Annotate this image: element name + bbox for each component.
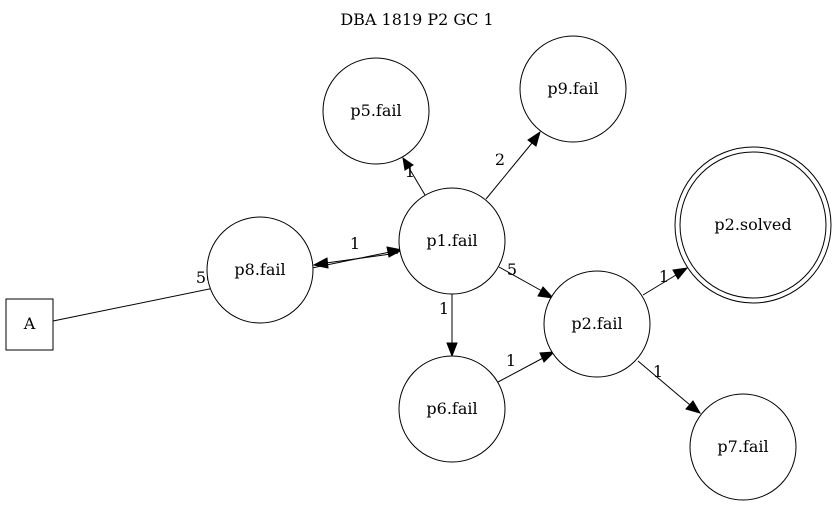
edge-label-p2-p7: 1 [653,362,663,381]
node-p7-fail[interactable]: p7.fail [689,393,797,501]
node-p5-fail[interactable]: p5.fail [322,57,430,165]
node-p5-label: p5.fail [350,101,401,120]
edge-label-p1-p6: 1 [439,299,449,318]
edge-label-p1-p2: 5 [507,260,517,279]
node-p6-fail[interactable]: p6.fail [398,355,506,463]
node-p2-label: p2.fail [571,314,622,333]
edge-p6-to-p2: 1 [497,351,556,383]
node-a[interactable]: A [5,298,54,351]
graph-title: DBA 1819 P2 GC 1 [340,10,493,29]
node-p2-fail[interactable]: p2.fail [543,270,651,378]
edge-p2-to-p2solved: 1 [642,267,689,296]
edge-label-p1-p5: 1 [405,162,415,181]
edge-p1-to-p9: 2 [485,130,541,200]
edge-label-p1-p9: 2 [495,150,505,169]
node-p8-label: p8.fail [234,260,285,279]
edge-p2-to-p7: 1 [637,360,702,414]
node-p1-fail[interactable]: p1.fail [398,187,506,295]
node-p7-label: p7.fail [717,437,768,456]
edge-p1-to-p5: 1 [402,156,426,196]
node-p9-label: p9.fail [547,79,598,98]
node-p8-fail[interactable]: p8.fail [206,216,314,324]
node-p9-fail[interactable]: p9.fail [519,35,627,143]
node-a-label: A [23,314,36,333]
node-p2solved-label: p2.solved [714,215,791,234]
edge-p1-to-p8: 1 [312,234,399,269]
node-p2-solved[interactable]: p2.solved [674,146,832,304]
edge-label-p6-p2: 1 [506,351,516,370]
edge-label-p2-p2solved: 1 [659,267,669,286]
edge-p1-to-p2: 5 [498,260,555,299]
edge-label-p1-p8: 1 [350,234,360,253]
node-p6-label: p6.fail [426,399,477,418]
edge-p1-to-p6: 1 [439,294,458,358]
node-p1-label: p1.fail [426,231,477,250]
